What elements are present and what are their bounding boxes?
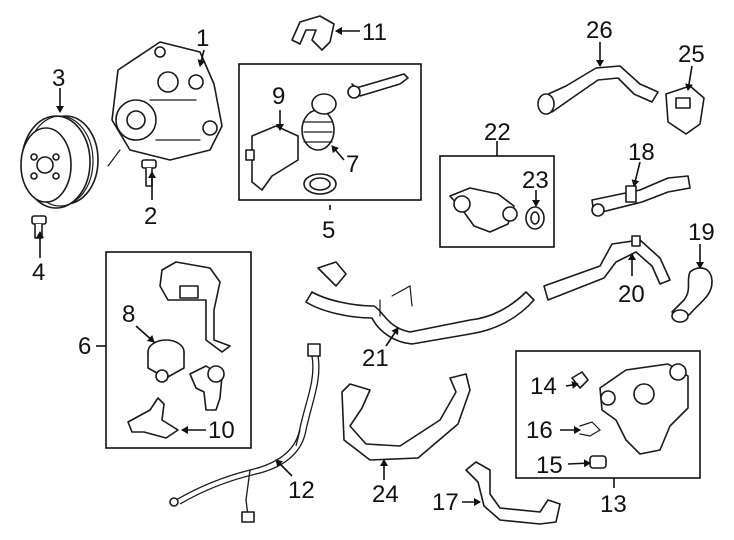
- callout-16: 16: [526, 417, 553, 444]
- pipe-part-26: [537, 65, 659, 115]
- elbow-part-19: [671, 267, 713, 323]
- callout-7: 7: [346, 151, 359, 178]
- bracket-part-10: [127, 397, 179, 439]
- callout-26: 26: [586, 17, 613, 44]
- hose-part-17: [465, 461, 561, 525]
- callout-17: 17: [432, 489, 459, 516]
- group-box-6: [105, 251, 252, 449]
- callout-25: 25: [678, 41, 705, 68]
- pulley-part: [20, 115, 99, 209]
- callout-2: 2: [144, 203, 157, 230]
- callout-20: 20: [618, 281, 645, 308]
- callout-10: 10: [208, 417, 235, 444]
- callout-9: 9: [272, 83, 285, 110]
- pipe-part-21: [305, 261, 535, 345]
- pipe-part-20: [543, 235, 671, 301]
- clip-part-11: [291, 15, 335, 51]
- hose-part-small: [347, 73, 409, 99]
- pump-part-7: [301, 93, 337, 151]
- callout-19: 19: [688, 219, 715, 246]
- leader-lines: [36, 27, 704, 506]
- o-ring-part-23: [525, 206, 545, 230]
- callout-13: 13: [600, 491, 627, 518]
- clip-part-14: [571, 371, 589, 389]
- cap-part-15: [589, 455, 607, 469]
- wire-harness-part: [169, 343, 321, 523]
- group-box-13: [515, 350, 701, 479]
- thermostat-housing-part: [449, 187, 518, 233]
- bolt-part-2: [141, 159, 157, 187]
- callout-11: 11: [362, 19, 387, 46]
- hose-part-box6: [189, 365, 225, 411]
- bracket-part-9: [245, 125, 299, 191]
- callout-1: 1: [196, 25, 209, 52]
- callout-3: 3: [52, 65, 65, 92]
- pump-part-8: [147, 339, 185, 383]
- water-pump-part: [107, 41, 223, 167]
- callout-4: 4: [32, 259, 45, 286]
- callout-8: 8: [122, 301, 135, 328]
- bolt-part-4: [31, 215, 47, 239]
- callout-22: 22: [484, 119, 511, 146]
- callout-12: 12: [288, 477, 315, 504]
- seal-ring-part: [303, 173, 337, 195]
- callout-14: 14: [530, 373, 557, 400]
- callout-24: 24: [372, 481, 399, 508]
- pipe-assembly-part: [159, 261, 231, 353]
- clip-part-16: [579, 421, 601, 437]
- callout-23: 23: [522, 167, 549, 194]
- callout-15: 15: [536, 452, 563, 479]
- callout-21: 21: [362, 345, 389, 372]
- thermostat-assembly-part: [599, 363, 689, 455]
- group-box-5: [238, 63, 422, 201]
- hose-part-18: [591, 175, 691, 217]
- callout-6: 6: [78, 333, 91, 360]
- hose-part-24: [341, 373, 471, 461]
- connector-part-25: [665, 85, 705, 135]
- callout-5: 5: [322, 217, 335, 244]
- callout-18: 18: [628, 139, 655, 166]
